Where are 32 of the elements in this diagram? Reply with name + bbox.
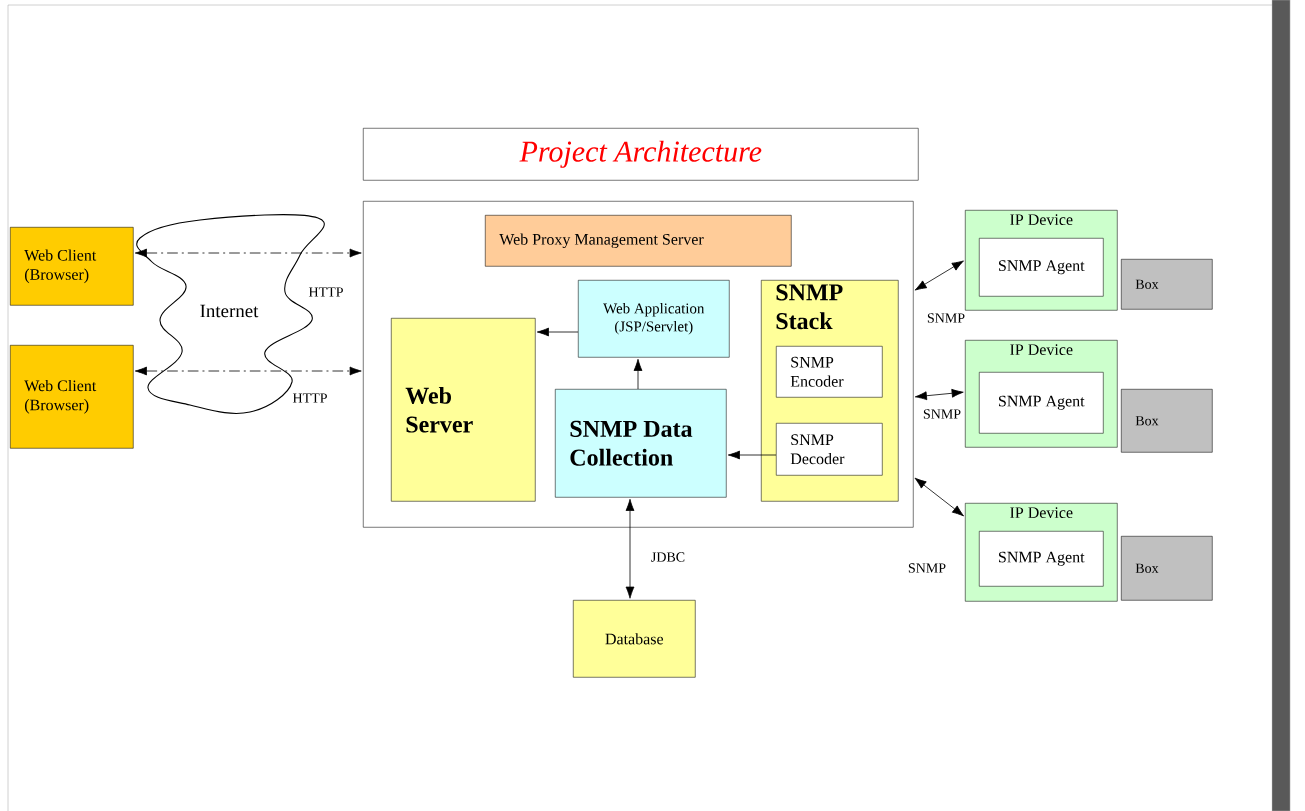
client-box: Web Client (Browser): [10, 227, 134, 306]
host-box: Box: [1121, 389, 1213, 453]
application-box: Web Application (JSP/Servlet): [578, 280, 730, 358]
decoder-box: SNMP Decoder: [776, 423, 883, 476]
collection-box: SNMP Data Collection: [555, 389, 727, 498]
arrow: [633, 358, 643, 390]
edge-label: JDBC: [649, 550, 687, 564]
arrow: [536, 327, 579, 337]
web-server-box: Web Server: [391, 318, 536, 502]
edge-label: HTTP: [291, 392, 329, 404]
edge-label: SNMP: [925, 311, 967, 325]
title-box: Project Architecture: [363, 128, 919, 181]
encoder-box: SNMP Encoder: [776, 346, 883, 398]
arrow: [625, 498, 635, 599]
edge-label: HTTP: [307, 286, 345, 298]
agent-box: SNMP Agent: [979, 238, 1104, 297]
cloud-label: Internet: [200, 304, 259, 318]
agent-box: SNMP Agent: [979, 531, 1104, 587]
arrow: [727, 450, 777, 460]
client-box: Web Client (Browser): [10, 345, 134, 449]
arrow: [134, 366, 362, 376]
host-box: Box: [1121, 536, 1213, 601]
database-box: Database: [573, 600, 696, 678]
arrow: [914, 388, 964, 401]
arrow: [134, 248, 362, 258]
host-box: Box: [1121, 259, 1213, 310]
edge-label: SNMP: [921, 407, 963, 421]
arrow: [914, 260, 964, 291]
proxy-box: Web Proxy Management Server: [485, 215, 792, 267]
edge-label: SNMP: [906, 561, 948, 575]
agent-box: SNMP Agent: [979, 372, 1104, 434]
arrow: [914, 477, 964, 517]
